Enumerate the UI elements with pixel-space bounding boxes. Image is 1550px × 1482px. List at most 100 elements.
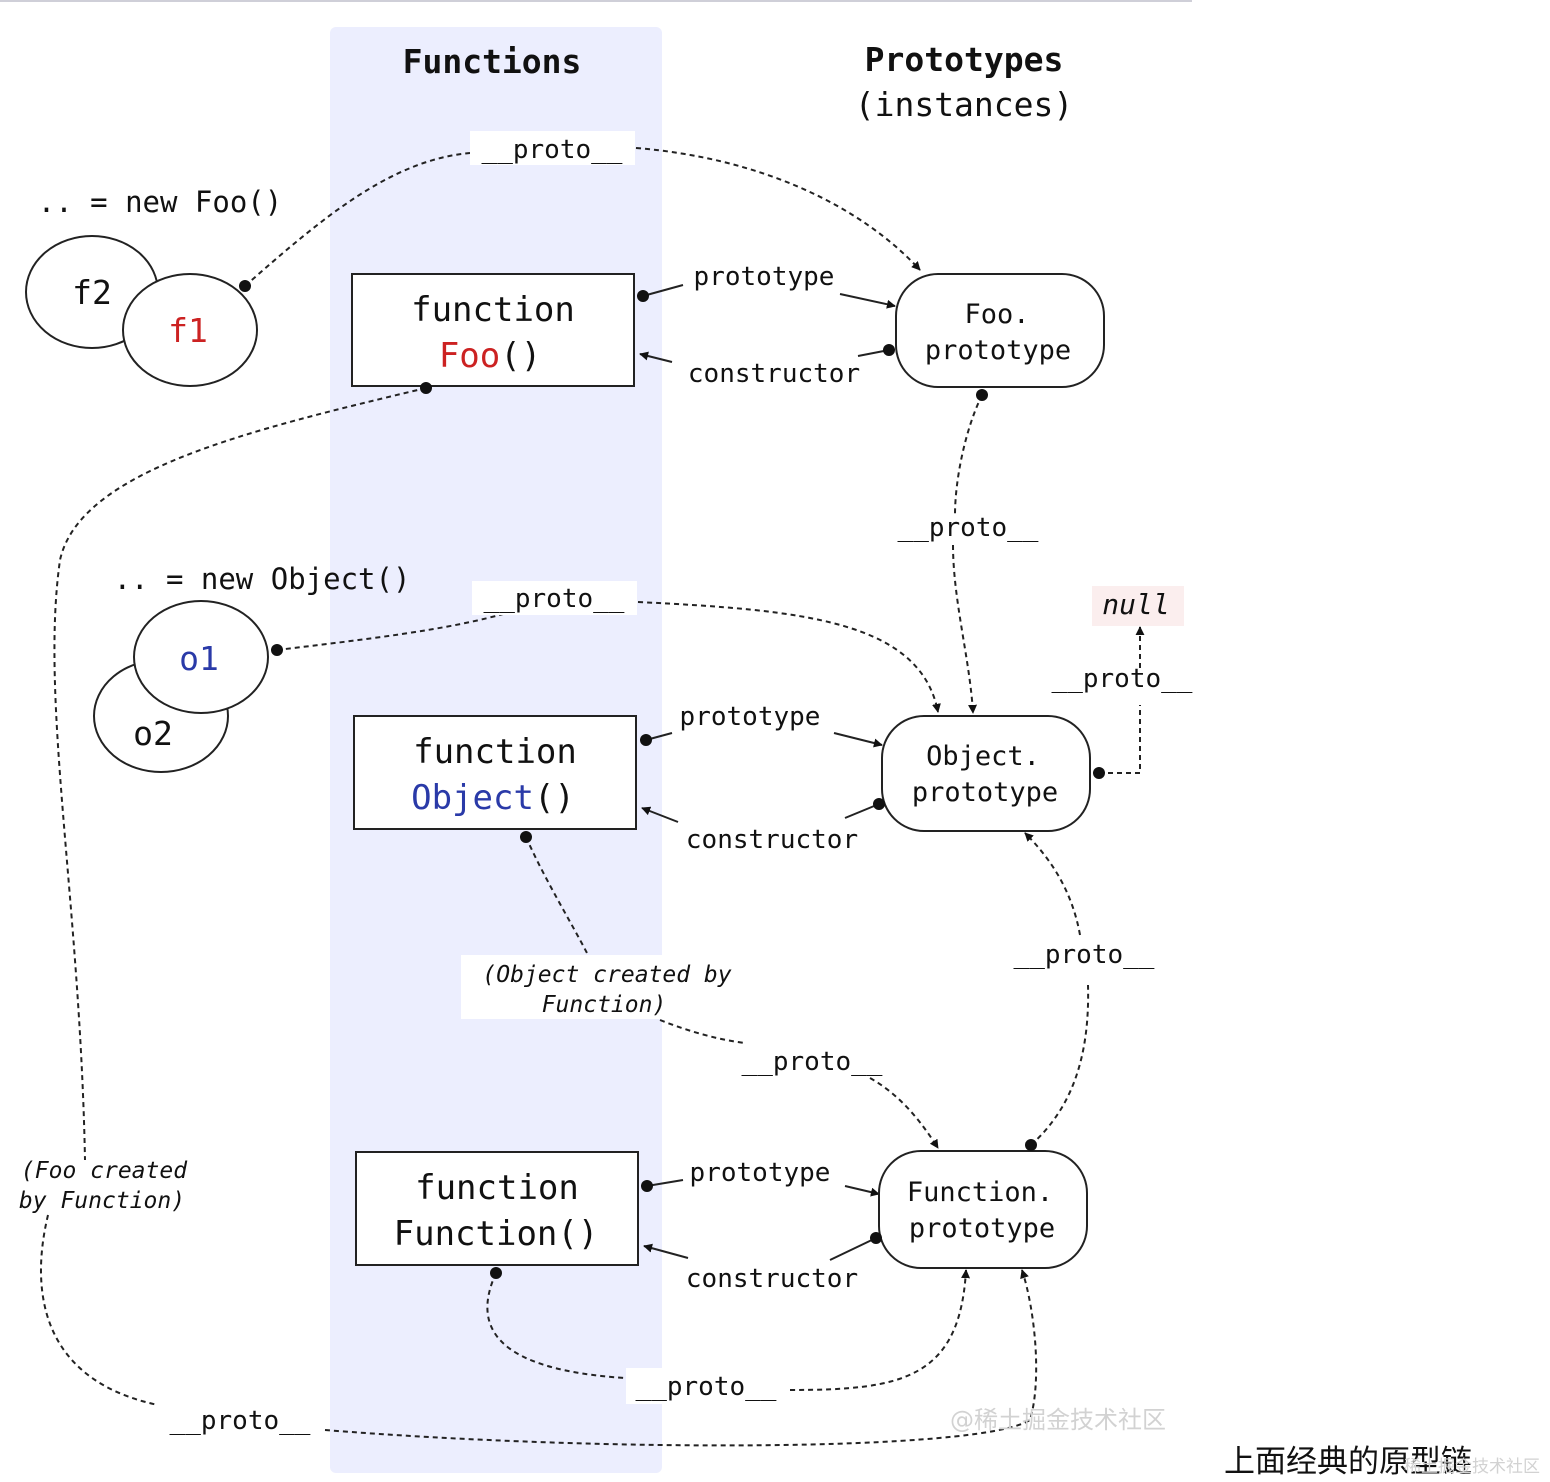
null-label: null — [1102, 588, 1169, 621]
function-foo-name: Foo() — [439, 336, 541, 376]
null-badge-bg — [1092, 586, 1184, 626]
edge-object-proto-b — [659, 1019, 746, 1044]
dot-function-proto — [490, 1267, 502, 1279]
dot-objectproto-proto — [1093, 767, 1105, 779]
edge-foo-prototype-b — [839, 293, 896, 309]
prototype-label-object: prototype — [680, 702, 821, 732]
object-created-note-line2: Function) — [542, 992, 667, 1018]
edge-f1-proto-line — [244, 152, 471, 287]
watermark-small: 稀土掘金技术社区 — [1404, 1457, 1540, 1477]
edge-function-constructor-b — [643, 1243, 689, 1259]
function-object-box — [353, 715, 637, 830]
object-created-note-bg — [461, 955, 663, 1019]
edge-object-constructor-a — [844, 803, 880, 819]
edge-function-prototype-b — [844, 1185, 880, 1197]
function-foo-identifier: Foo — [439, 336, 500, 376]
instance-f2-label: f2 — [72, 273, 112, 312]
dot-objectproto-constructor — [873, 798, 885, 810]
edge-fooproto-proto-b — [952, 544, 978, 714]
proto-label-bg-function — [626, 1368, 788, 1404]
edge-funcproto-proto-a — [1030, 984, 1090, 1146]
prototype-label-function: prototype — [690, 1158, 831, 1188]
edge-o1-proto-line — [276, 611, 511, 651]
edge-object-proto-c — [869, 1077, 939, 1149]
proto-label-foo: __proto__ — [170, 1406, 311, 1436]
function-object-parens: () — [534, 778, 575, 818]
function-object-identifier: Object — [411, 778, 534, 818]
edge-foo-prototype-a — [642, 284, 684, 297]
function-function-name: Function() — [394, 1214, 599, 1254]
proto-label-bg-o1 — [472, 581, 637, 615]
proto-label-objectproto: __proto__ — [1052, 664, 1193, 694]
object-prototype-line1: Object. — [926, 741, 1040, 772]
instance-o1-circle — [133, 600, 269, 714]
prototypes-header: Prototypes — [865, 40, 1064, 79]
functions-header: Functions — [403, 42, 582, 81]
instance-f1-circle — [122, 273, 258, 387]
foo-prototype-line2: prototype — [925, 335, 1071, 366]
dot-o1 — [271, 644, 283, 656]
watermark: @稀土掘金技术社区 — [950, 1406, 1166, 1434]
prototypes-subheader: (instances) — [855, 85, 1074, 124]
edge-foo-proto-a — [53, 387, 427, 1161]
dot-fooproto-constructor — [883, 344, 895, 356]
object-created-note-line1: (Object created by — [482, 962, 731, 988]
proto-label-function: __proto__ — [636, 1372, 777, 1402]
proto-label-f1: __proto__ — [482, 135, 623, 165]
instance-o1-label: o1 — [179, 639, 219, 678]
dot-object-proto — [520, 831, 532, 843]
proto-label-fooproto: __proto__ — [898, 513, 1039, 543]
function-function-box — [355, 1151, 639, 1266]
instance-o2-label: o2 — [133, 714, 173, 753]
proto-label-o1: __proto__ — [484, 584, 625, 614]
edge-foo-constructor-b — [639, 351, 673, 363]
function-prototype-box — [878, 1150, 1088, 1269]
edge-function-prototype-a — [646, 1179, 684, 1187]
function-prototype-line1: Function. — [907, 1177, 1053, 1208]
foo-created-note-line2: by Function) — [19, 1188, 185, 1214]
new-foo-label: .. = new Foo() — [38, 185, 282, 219]
dot-funcproto-constructor — [870, 1232, 882, 1244]
proto-label-funcproto: __proto__ — [1014, 940, 1155, 970]
edge-function-constructor-a — [829, 1237, 877, 1261]
foo-prototype-line1: Foo. — [964, 299, 1029, 330]
function-foo-box — [351, 273, 635, 387]
dot-foo-proto — [420, 382, 432, 394]
dot-f1 — [239, 280, 251, 292]
edge-function-proto-b — [789, 1269, 971, 1391]
foo-created-note-line1: (Foo created — [21, 1158, 188, 1184]
foo-prototype-box — [895, 273, 1105, 388]
edge-object-constructor-b — [641, 806, 679, 823]
edge-objectproto-null-a — [1099, 705, 1141, 774]
instance-f1-label: f1 — [168, 311, 208, 350]
edge-funcproto-proto-b — [1024, 832, 1081, 936]
dot-funcproto-proto — [1025, 1139, 1037, 1151]
edge-foo-proto-c — [324, 1269, 1038, 1447]
edge-o1-proto-arrow — [637, 601, 941, 713]
object-prototype-box — [881, 715, 1091, 832]
constructor-label-foo: constructor — [688, 359, 860, 389]
edge-function-proto-a — [486, 1272, 626, 1379]
function-function-keyword: function — [415, 1168, 579, 1208]
function-foo-keyword: function — [411, 290, 575, 330]
caption: 上面经典的原型链 — [1224, 1444, 1472, 1480]
function-object-keyword: function — [413, 732, 577, 772]
new-object-label: .. = new Object() — [114, 562, 411, 596]
constructor-label-function: constructor — [686, 1264, 858, 1294]
edge-object-prototype-b — [833, 732, 883, 748]
function-object-name: Object() — [411, 778, 575, 818]
function-prototype-line2: prototype — [909, 1213, 1055, 1244]
edge-foo-proto-b — [39, 1214, 159, 1406]
dot-fooproto-proto — [976, 389, 988, 401]
function-foo-parens: () — [500, 336, 541, 376]
prototype-label-foo: prototype — [694, 262, 835, 292]
object-prototype-line2: prototype — [912, 777, 1058, 808]
dot-function-prototype — [641, 1180, 653, 1192]
edge-f1-proto-arrow — [635, 147, 921, 271]
proto-label-object-fn: __proto__ — [742, 1047, 883, 1077]
constructor-label-object: constructor — [686, 825, 858, 855]
dot-foo-prototype — [637, 290, 649, 302]
proto-label-bg-top — [470, 131, 635, 165]
dot-object-prototype — [640, 734, 652, 746]
